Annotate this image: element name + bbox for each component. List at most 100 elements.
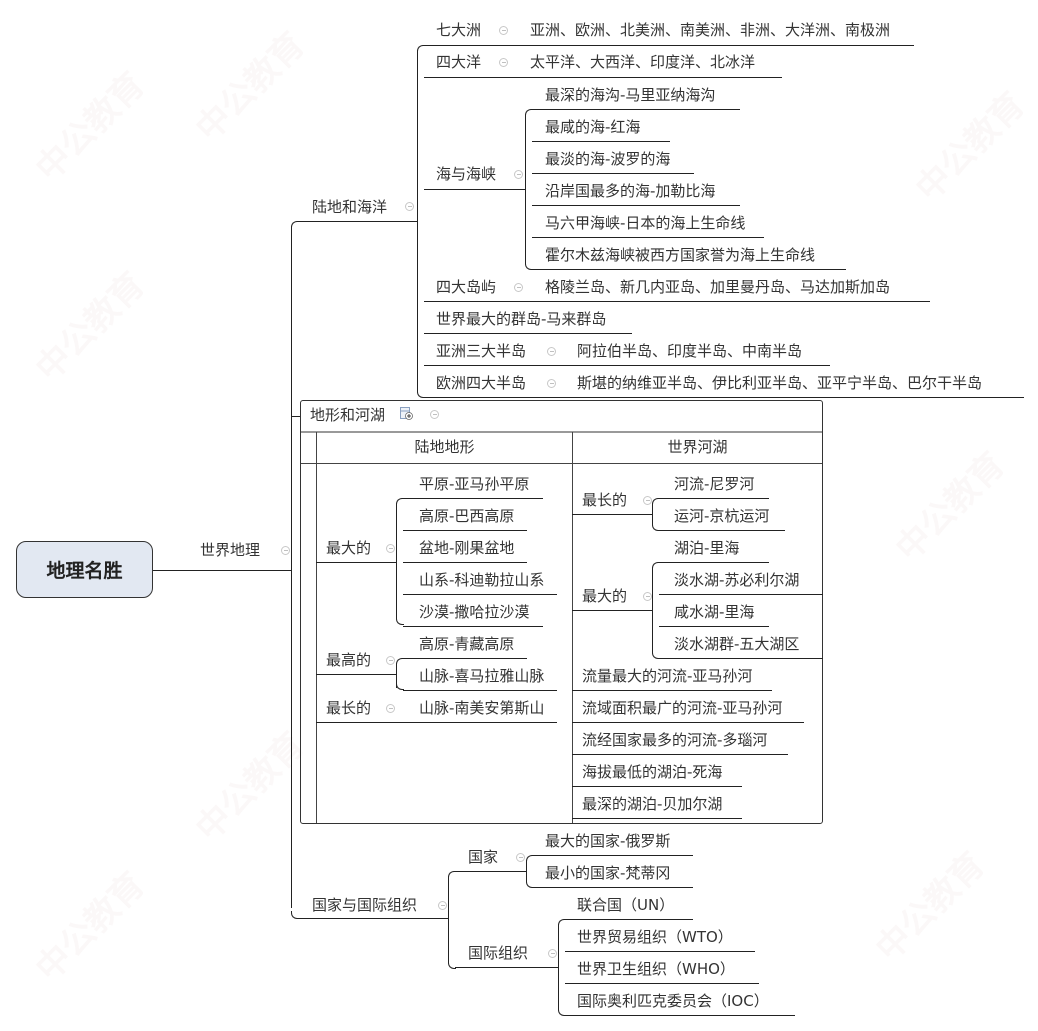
list-item[interactable]: 国际奥利匹克委员会（IOC）	[577, 992, 769, 1010]
list-item[interactable]: 最小的国家-梵蒂冈	[545, 864, 671, 882]
node-world-geography[interactable]: 世界地理	[200, 541, 261, 559]
connector	[525, 109, 533, 117]
list-item[interactable]: 山脉-喜马拉雅山脉	[419, 667, 545, 685]
connector	[417, 390, 425, 398]
node-oceans-value[interactable]: 太平洋、大西洋、印度洋、北冰洋	[530, 53, 756, 71]
list-item[interactable]: 山脉-南美安第斯山	[419, 699, 545, 717]
node-orgs[interactable]: 国际组织	[468, 944, 529, 962]
list-item[interactable]: 最咸的海-红海	[545, 118, 641, 136]
collapse-icon[interactable]	[547, 347, 556, 356]
node-land-sea[interactable]: 陆地和海洋	[312, 198, 388, 216]
connector	[316, 674, 396, 675]
collapse-icon[interactable]	[547, 379, 556, 388]
list-item[interactable]: 流量最大的河流-亚马孙河	[582, 667, 753, 685]
node-seas[interactable]: 海与海峡	[436, 165, 497, 183]
connector	[403, 594, 557, 595]
list-item[interactable]: 河流-尼罗河	[674, 475, 755, 493]
list-item[interactable]: 沙漠-撒哈拉沙漠	[419, 603, 530, 621]
node-asia-peninsulas[interactable]: 亚洲三大半岛	[436, 342, 527, 360]
list-item[interactable]: 盆地-刚果盆地	[419, 539, 515, 557]
list-item[interactable]: 运河-京杭运河	[674, 507, 770, 525]
connector	[291, 416, 300, 417]
collapse-icon[interactable]	[386, 656, 395, 665]
list-item[interactable]: 沿岸国最多的海-加勒比海	[545, 182, 716, 200]
connector	[424, 397, 1024, 398]
connector	[659, 498, 769, 499]
node-europe-peninsulas[interactable]: 欧洲四大半岛	[436, 374, 527, 392]
collapse-icon[interactable]	[514, 283, 523, 292]
collapse-icon[interactable]	[643, 592, 652, 601]
watermark: 中公教育	[908, 84, 1033, 210]
node-water-longest[interactable]: 最长的	[582, 491, 628, 509]
watermark: 中公教育	[188, 24, 313, 150]
collapse-icon[interactable]	[281, 546, 290, 555]
collapse-icon[interactable]	[499, 58, 508, 67]
connector	[659, 594, 823, 595]
list-item[interactable]: 平原-亚马孙平原	[419, 475, 530, 493]
node-islands[interactable]: 四大岛屿	[436, 278, 497, 296]
list-item[interactable]: 流经国家最多的河流-多瑙河	[582, 731, 768, 749]
node-islands-value[interactable]: 格陵兰岛、新几内亚岛、加里曼丹岛、马达加斯加岛	[545, 278, 891, 296]
connector	[652, 505, 653, 525]
list-item[interactable]: 湖泊-里海	[674, 539, 740, 557]
node-land-largest[interactable]: 最大的	[326, 539, 372, 557]
list-item[interactable]: 高原-巴西高原	[419, 507, 515, 525]
connector	[532, 269, 846, 270]
list-item[interactable]: 高原-青藏高原	[419, 635, 515, 653]
root-node[interactable]: 地理名胜	[16, 541, 153, 598]
node-archipelago[interactable]: 世界最大的群岛-马来群岛	[436, 310, 607, 328]
connector	[659, 658, 823, 659]
add-topic-icon[interactable]	[400, 407, 413, 420]
collapse-icon[interactable]	[430, 410, 439, 419]
connector	[316, 722, 557, 723]
list-item[interactable]: 淡水湖群-五大湖区	[674, 635, 800, 653]
collapse-icon[interactable]	[516, 853, 525, 862]
collapse-icon[interactable]	[514, 170, 523, 179]
connector	[403, 498, 543, 499]
node-countries[interactable]: 国家	[468, 848, 499, 866]
collapse-icon[interactable]	[438, 901, 447, 910]
collapse-icon[interactable]	[499, 26, 508, 35]
node-asia-peninsulas-value[interactable]: 阿拉伯半岛、印度半岛、中南半岛	[577, 342, 803, 360]
connector	[565, 919, 693, 920]
node-oceans[interactable]: 四大洋	[436, 53, 482, 71]
node-land-longest[interactable]: 最长的	[326, 699, 372, 717]
connector	[572, 722, 804, 723]
collapse-icon[interactable]	[643, 496, 652, 505]
list-item[interactable]: 最深的湖泊-贝加尔湖	[582, 795, 723, 813]
collapse-icon[interactable]	[386, 704, 395, 713]
connector	[572, 786, 742, 787]
node-continents-value[interactable]: 亚洲、欧洲、北美洲、南美洲、非洲、大洋洲、南极洲	[530, 21, 891, 39]
list-item[interactable]: 海拔最低的湖泊-死海	[582, 763, 723, 781]
node-countries-orgs[interactable]: 国家与国际组织	[312, 896, 418, 914]
node-land-highest[interactable]: 最高的	[326, 651, 372, 669]
node-europe-peninsulas-value[interactable]: 斯堪的纳维亚半岛、伊比利亚半岛、亚平宁半岛、巴尔干半岛	[577, 374, 983, 392]
collapse-icon[interactable]	[405, 202, 414, 211]
list-item[interactable]: 联合国（UN）	[577, 896, 675, 914]
watermark: 中公教育	[888, 444, 1013, 570]
collapse-icon[interactable]	[386, 544, 395, 553]
node-water-largest[interactable]: 最大的	[582, 587, 628, 605]
terrain-matrix	[300, 400, 823, 824]
connector	[448, 878, 449, 962]
connector	[396, 498, 404, 506]
connector	[533, 887, 693, 888]
list-item[interactable]: 马六甲海峡-日本的海上生命线	[545, 214, 746, 232]
list-item[interactable]: 最淡的海-波罗的海	[545, 150, 671, 168]
list-item[interactable]: 咸水湖-里海	[674, 603, 755, 621]
list-item[interactable]: 淡水湖-苏必利尔湖	[674, 571, 800, 589]
list-item[interactable]: 霍尔木兹海峡被西方国家誉为海上生命线	[545, 246, 816, 264]
node-continents[interactable]: 七大洲	[436, 21, 482, 39]
connector	[396, 617, 404, 625]
list-item[interactable]: 世界贸易组织（WTO）	[577, 928, 733, 946]
connector	[291, 221, 299, 229]
connector	[403, 626, 543, 627]
node-terrain[interactable]: 地形和河湖	[310, 406, 386, 424]
list-item[interactable]: 流域面积最广的河流-亚马孙河	[582, 699, 783, 717]
collapse-icon[interactable]	[548, 949, 557, 958]
list-item[interactable]: 世界卫生组织（WHO）	[577, 960, 735, 978]
list-item[interactable]: 最大的国家-俄罗斯	[545, 832, 671, 850]
list-item[interactable]: 山系-科迪勒拉山系	[419, 571, 545, 589]
connector	[532, 173, 694, 174]
list-item[interactable]: 最深的海沟-马里亚纳海沟	[545, 86, 716, 104]
